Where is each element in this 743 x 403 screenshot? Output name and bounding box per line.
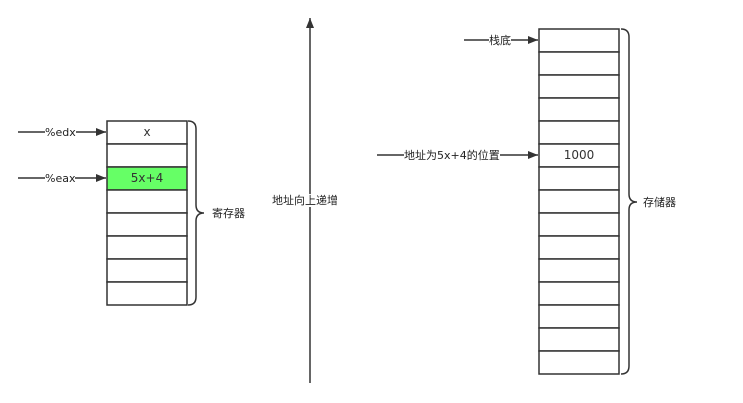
- edx-value: x: [143, 125, 151, 139]
- target-label: 地址为5x+4的位置: [404, 149, 500, 162]
- memory-cell: [538, 28, 620, 53]
- memory-cell: [538, 327, 620, 352]
- memory-cell: [538, 212, 620, 237]
- register-cell: [106, 212, 188, 237]
- memory-cell: [538, 120, 620, 145]
- memory-cell: [538, 258, 620, 283]
- memory-cell: [538, 51, 620, 76]
- register-cell: [106, 258, 188, 283]
- eax-value: 5x+4: [130, 171, 164, 185]
- memory-cell: [538, 166, 620, 191]
- memory-cell: [538, 189, 620, 214]
- memory-cell: [538, 304, 620, 329]
- edx-label: %edx: [45, 126, 76, 139]
- memory-cell: [538, 350, 620, 375]
- memory-cell: [538, 97, 620, 122]
- register-cell: [106, 189, 188, 214]
- memory-rows: [538, 28, 620, 375]
- memory-title: 存储器: [643, 196, 676, 209]
- register-cell: [106, 235, 188, 260]
- memory-cell: [538, 281, 620, 306]
- register-cell: [106, 281, 188, 306]
- memory-cell: [538, 74, 620, 99]
- memory-brace: [620, 28, 638, 375]
- memory-cell: [538, 235, 620, 260]
- eax-label: %eax: [45, 172, 76, 185]
- register-cell: [106, 143, 188, 168]
- register-brace: [187, 120, 205, 306]
- registers-title: 寄存器: [212, 207, 245, 220]
- stack-bottom-label: 栈底: [489, 34, 511, 47]
- target-value: 1000: [563, 148, 595, 162]
- address-increase-label: 地址向上递增: [272, 194, 338, 207]
- register-rows: [106, 120, 188, 306]
